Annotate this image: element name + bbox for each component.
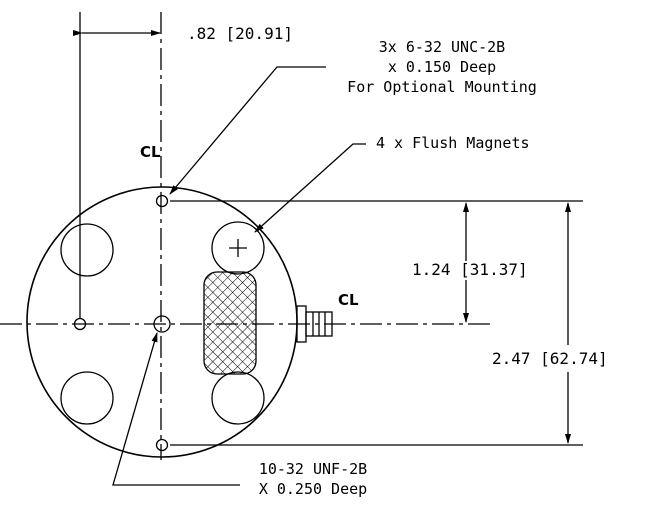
side-connector [296,305,333,343]
hatched-pad [203,271,257,375]
svg-text:X 0.250 Deep: X 0.250 Deep [259,480,367,498]
mounting-hole-bottom [155,438,169,452]
svg-text:4 x Flush Magnets: 4 x Flush Magnets [376,134,530,152]
mounting-hole-top [155,194,169,208]
svg-text:10-32 UNF-2B: 10-32 UNF-2B [259,460,367,478]
centerline-symbol-right: CL [338,291,359,309]
svg-text:.82 [20.91]: .82 [20.91] [187,24,293,43]
svg-text:CL: CL [338,291,359,309]
center-hole [153,315,171,333]
magnet-center-cross [229,239,247,257]
sensor-body [0,12,490,460]
svg-text:x 0.150 Deep: x 0.150 Deep [388,58,496,76]
callout-magnets: 4 x Flush Magnets [254,134,530,233]
svg-text:2.47 [62.74]: 2.47 [62.74] [492,349,608,368]
magnet-bottom-right [211,371,265,425]
magnet-top-left [60,223,114,277]
svg-text:1.24 [31.37]: 1.24 [31.37] [412,260,528,279]
magnet-bottom-left [60,371,114,425]
centerline-symbol-top: CL [140,143,161,161]
svg-text:3x 6-32 UNC-2B: 3x 6-32 UNC-2B [379,38,505,56]
dimension-hole-offset: .82 [20.91] [73,12,293,318]
dimension-half-height: 1.24 [31.37] [412,202,528,323]
callout-center-hole: 10-32 UNF-2B X 0.250 Deep [112,332,367,498]
svg-text:For Optional Mounting: For Optional Mounting [347,78,537,96]
extension-lines [170,200,583,446]
svg-text:CL: CL [140,143,161,161]
callout-mounting-holes: 3x 6-32 UNC-2B x 0.150 Deep For Optional… [169,38,537,195]
dimension-full-height: 2.47 [62.74] [492,202,608,444]
mounting-hole-left [73,317,87,331]
